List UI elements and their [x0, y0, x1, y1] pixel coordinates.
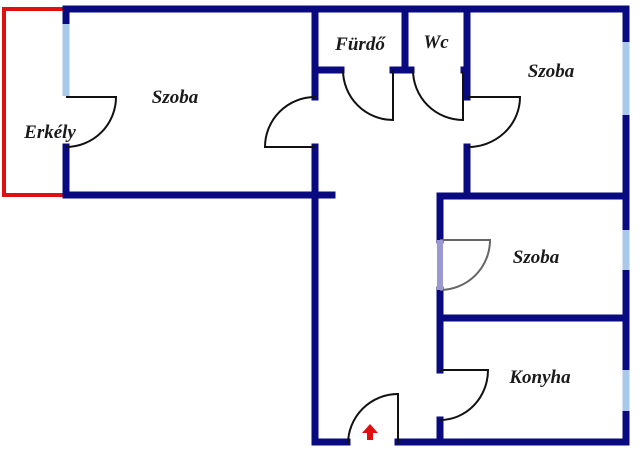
room-label-living: Szoba — [151, 87, 199, 108]
room-label-wc: Wc — [423, 32, 449, 53]
kitchen-door — [439, 369, 490, 421]
room-label-room-e: Szoba — [512, 247, 560, 268]
wc-door — [412, 69, 464, 122]
room-label-bathroom: Fürdő — [335, 34, 385, 55]
room-e-door — [439, 239, 492, 291]
walls — [62, 5, 630, 446]
entry-door — [347, 392, 399, 445]
room-label-kitchen: Konyha — [509, 367, 571, 388]
windows — [62, 24, 630, 411]
room-e-door-opening — [437, 240, 443, 290]
balcony-door — [65, 96, 118, 148]
living-room-door — [263, 96, 316, 148]
doors — [65, 69, 522, 445]
room-ne-door — [466, 96, 522, 149]
arrow-up-icon — [362, 424, 378, 440]
room-label-room-ne: Szoba — [527, 61, 575, 82]
bathroom-door — [342, 69, 394, 122]
balcony-outline — [2, 7, 64, 197]
room-label-balcony: Erkély — [24, 122, 76, 143]
